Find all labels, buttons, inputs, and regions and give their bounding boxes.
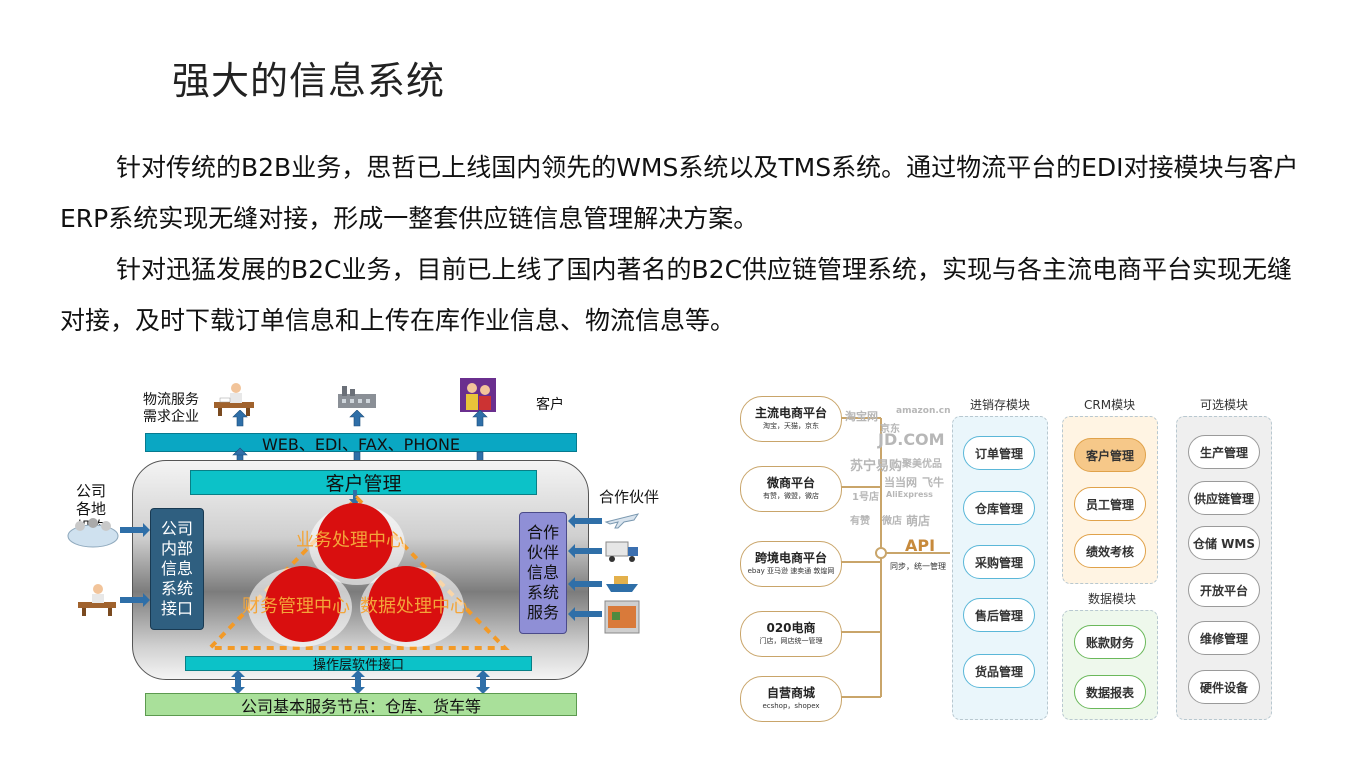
brand-logo: 苏宁易购 xyxy=(850,459,903,474)
arrow-down xyxy=(349,490,361,506)
brand-logo: 聚美优品 xyxy=(902,459,942,470)
after-sales-module: 售后管理 xyxy=(963,598,1035,632)
api-sub-label: 同步，统一管理 xyxy=(890,562,946,571)
platform-name: 跨境电商平台 xyxy=(754,551,827,565)
business-center-circle xyxy=(317,503,393,579)
brand-logo: 有赞 xyxy=(850,516,870,527)
platform-o2o: 020电商 门店，网店统一管理 xyxy=(740,611,842,657)
hardware-module: 硬件设备 xyxy=(1188,670,1260,704)
data-report-module: 数据报表 xyxy=(1074,675,1146,709)
paragraph-b2c: 针对迅猛发展的B2C业务，目前已上线了国内著名的B2C供应链管理系统，实现与各主… xyxy=(60,255,1293,335)
optional-module-title: 可选模块 xyxy=(1200,398,1249,412)
supply-chain-module: 供应链管理 xyxy=(1188,481,1260,515)
data-center-label: 数据处理中心 xyxy=(360,596,468,617)
warehouse-icon xyxy=(604,600,640,634)
finance-center-label: 财务管理中心 xyxy=(242,596,350,617)
platform-own-mall: 自营商城 ecshop，shopex xyxy=(740,676,842,722)
platform-sub: ebay 亚马逊 速卖通 敦煌网 xyxy=(747,567,835,575)
order-management-module: 订单管理 xyxy=(963,436,1035,470)
platform-name: 自营商城 xyxy=(766,686,815,700)
platform-mainstream-ecommerce: 主流电商平台 淘宝，天猫，京东 xyxy=(740,396,842,442)
platform-connector-lines xyxy=(841,417,950,698)
base-service-nodes-bar: 公司基本服务节点：仓库、货车等 xyxy=(145,693,577,716)
data-center-circle xyxy=(368,566,444,642)
demand-enterprise-label: 物流服务 需求企业 xyxy=(143,392,199,425)
customer-management-module: 客户管理 xyxy=(1074,438,1146,472)
people-icon xyxy=(460,378,496,412)
brand-logo: 京东 xyxy=(880,424,900,435)
data-module-title: 数据模块 xyxy=(1088,592,1137,606)
platform-sub: 门店，网店统一管理 xyxy=(759,637,823,645)
brand-logo: 1号店 xyxy=(852,492,879,503)
goods-management-module: 货品管理 xyxy=(963,654,1035,688)
partners-label: 合作伙伴 xyxy=(599,488,660,506)
internal-system-interface-box: 公司 内部 信息 系统 接口 xyxy=(150,508,204,630)
accounts-finance-module: 账款财务 xyxy=(1074,625,1146,659)
right-arrows xyxy=(568,514,602,621)
brand-logo: 当当网 xyxy=(884,476,917,489)
page-title: 强大的信息系统 xyxy=(172,59,446,103)
performance-module: 绩效考核 xyxy=(1074,534,1146,568)
platform-wechat-commerce: 微商平台 有赞，微盟，微店 xyxy=(740,466,842,512)
customer-management-bar: 客户管理 xyxy=(190,470,537,495)
customer-label: 客户 xyxy=(536,397,564,413)
channels-bar: WEB、EDI、FAX、PHONE xyxy=(145,433,577,454)
inventory-module-title: 进销存模块 xyxy=(970,398,1031,412)
globe-people-icon xyxy=(67,518,119,548)
platform-name: 微商平台 xyxy=(766,476,815,490)
employee-management-module: 员工管理 xyxy=(1074,487,1146,521)
brand-logo: AliExpress xyxy=(886,490,933,499)
platform-sub: 淘宝，天猫，京东 xyxy=(763,422,819,430)
paragraph-b2b: 针对传统的B2B业务，思哲已上线国内领先的WMS系统以及TMS系统。通过物流平台… xyxy=(60,153,1299,233)
platform-name: 主流电商平台 xyxy=(754,406,827,420)
operation-interface-bar: 操作层软件接口 xyxy=(185,656,532,673)
brand-logo: 萌店 xyxy=(906,514,931,528)
repair-management-module: 维修管理 xyxy=(1188,621,1260,655)
warehouse-management-module: 仓库管理 xyxy=(963,491,1035,525)
bottom-arrows xyxy=(231,670,490,694)
brand-logo: JD.COM xyxy=(878,430,945,449)
brand-logo: 淘宝网 xyxy=(845,410,878,423)
ship-icon xyxy=(606,576,638,592)
partner-system-service-box: 合作 伙伴 信息 系统 服务 xyxy=(519,512,567,634)
left-arrows xyxy=(120,523,150,607)
platform-sub: 有赞，微盟，微店 xyxy=(763,492,819,500)
production-management-module: 生产管理 xyxy=(1188,435,1260,469)
crm-module-title: CRM模块 xyxy=(1084,398,1136,412)
open-platform-module: 开放平台 xyxy=(1188,573,1260,607)
warehouse-wms-module: 仓储 WMS xyxy=(1188,526,1260,560)
brand-logo: 飞牛 xyxy=(922,476,944,489)
left-architecture-diagram: 物流服务 需求企业 客户 WEB、EDI、FAX、PHONE 客户管理 xyxy=(67,378,660,716)
airplane-icon xyxy=(604,513,640,529)
finance-center-circle xyxy=(265,566,341,642)
center-triangle xyxy=(205,495,510,650)
brand-logo: 微店 xyxy=(882,516,902,527)
factory-icon xyxy=(338,386,376,408)
brand-logo: amazon.cn xyxy=(896,406,951,416)
desk-person-icon xyxy=(78,584,116,616)
desk-person-icon xyxy=(214,383,254,416)
intro-paragraphs: 针对传统的B2B业务，思哲已上线国内领先的WMS系统以及TMS系统。通过物流平台… xyxy=(60,142,1310,346)
truck-icon xyxy=(605,541,638,562)
platform-name: 020电商 xyxy=(766,621,816,635)
purchase-management-module: 采购管理 xyxy=(963,545,1035,579)
api-label: API xyxy=(905,536,936,555)
platform-sub: ecshop，shopex xyxy=(762,702,820,710)
business-center-label: 业务处理中心 xyxy=(296,530,404,551)
platform-cross-border: 跨境电商平台 ebay 亚马逊 速卖通 敦煌网 xyxy=(740,541,842,587)
